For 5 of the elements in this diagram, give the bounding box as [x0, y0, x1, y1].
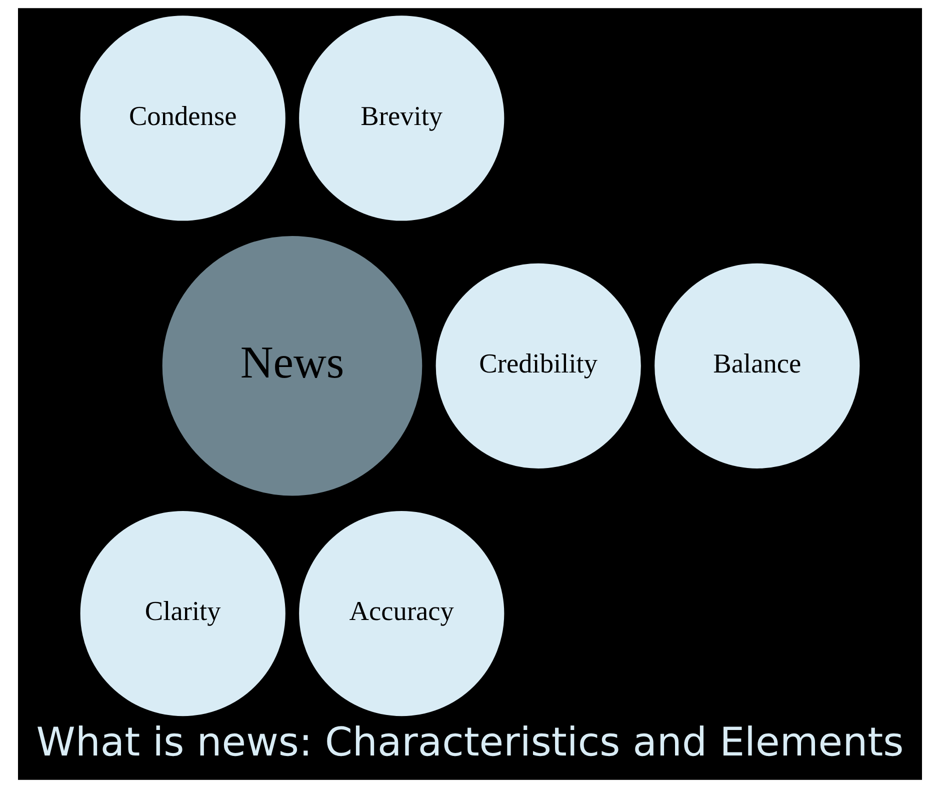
node-circle: Condense [77, 12, 288, 224]
node-circle: Balance [652, 260, 863, 472]
node-circle: Credibility [432, 260, 644, 472]
node-circle: Brevity [296, 12, 508, 224]
caption: What is news: Characteristics and Elements [36, 719, 904, 766]
